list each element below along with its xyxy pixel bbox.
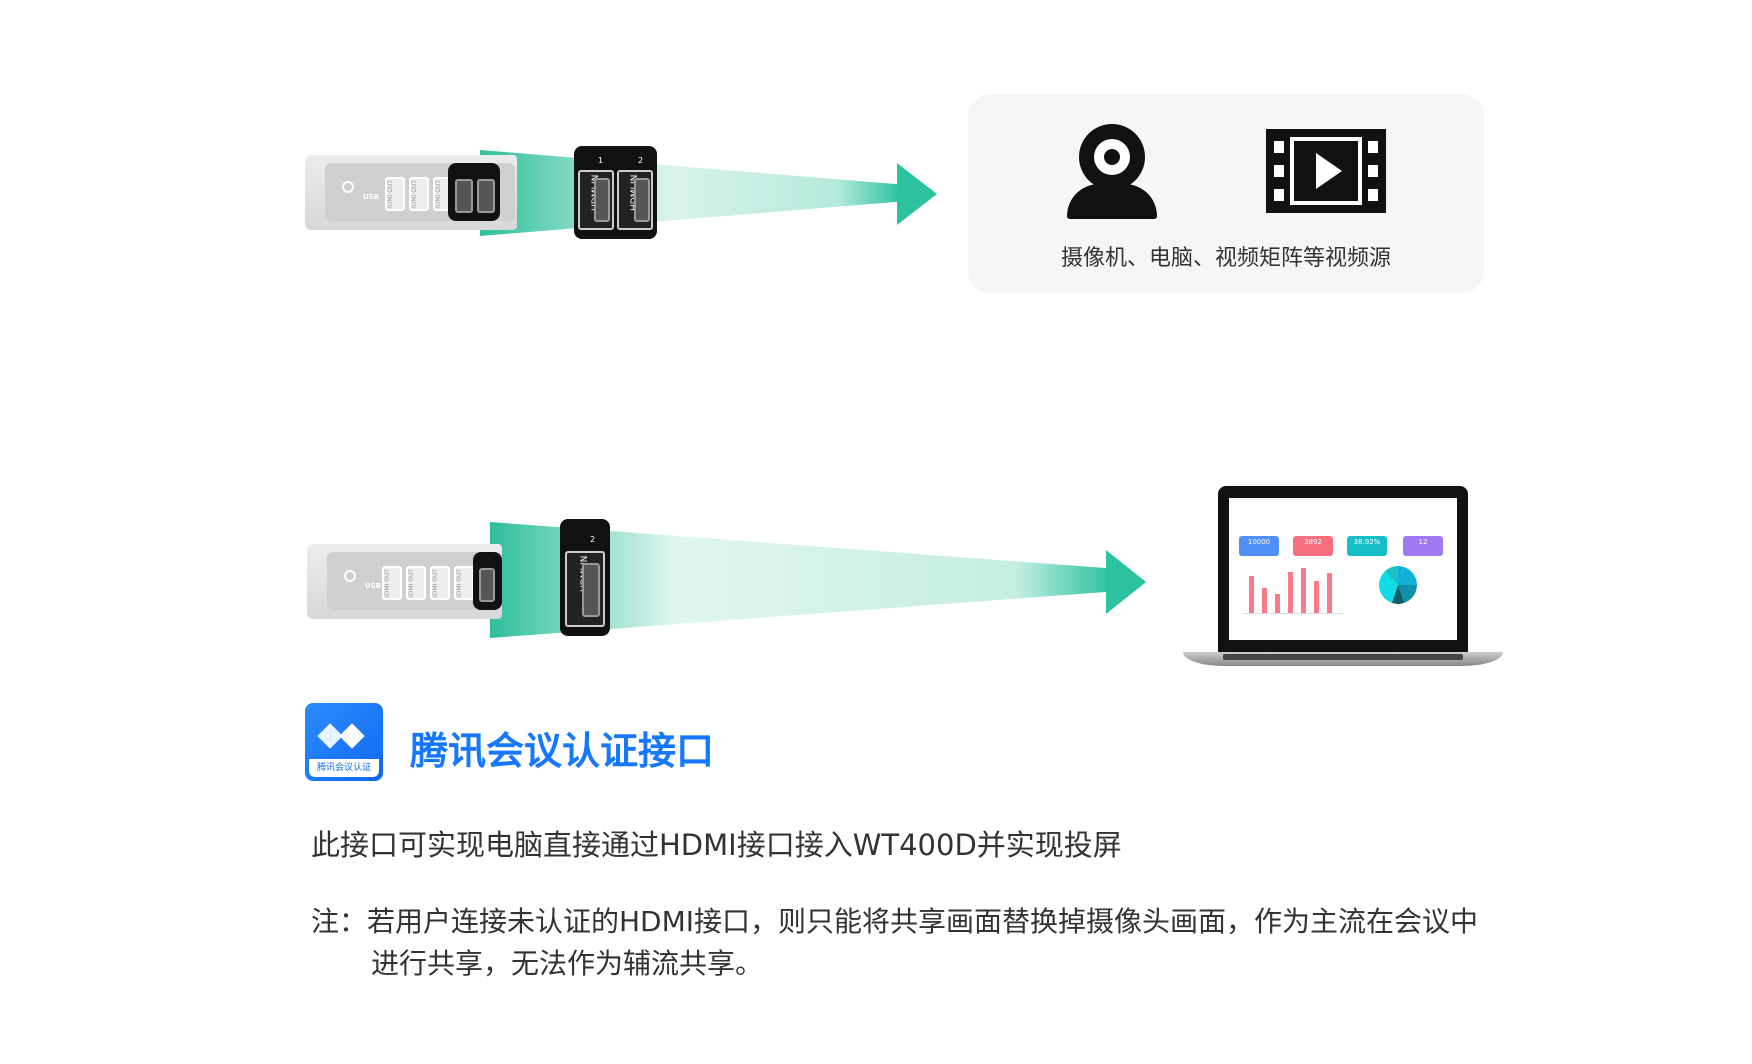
stat-card: 12	[1403, 536, 1443, 556]
hdmi-out-label: HDMI OUT	[384, 569, 391, 600]
laptop: 10000 3892 38.92% 12	[1183, 486, 1503, 696]
badge-label: 腾讯会议认证	[309, 759, 379, 777]
wt400d-device: USB HDMI OUT HDMI OUT HDMI OUT HDMI OUT	[307, 544, 502, 619]
hdmi-out-label: HDMI OUT	[432, 569, 439, 600]
mini-bar	[1327, 573, 1332, 613]
mini-bar	[1249, 575, 1254, 613]
hdmi-in-port	[477, 179, 495, 213]
power-port-icon	[344, 570, 356, 582]
tencent-meeting-logo-icon	[317, 723, 367, 749]
hdmi-in-zoom-panel: 1 2 HDMI IN HDMI IN	[574, 146, 657, 239]
hdmi-in-port	[594, 178, 610, 222]
description-text: 此接口可实现电脑直接通过HDMI接口接入WT400D并实现投屏	[311, 828, 1122, 862]
hdmi-out-label: HDMI OUT	[387, 180, 394, 211]
mini-bar	[1275, 594, 1280, 613]
hdmi-out-port: HDMI OUT	[430, 566, 450, 600]
hdmi-out-port: HDMI OUT	[382, 566, 402, 600]
wt400d-device: USB HDMI OUT HDMI OUT HDMI OUT	[305, 155, 517, 230]
mini-bar	[1301, 568, 1306, 613]
hdmi-in-port	[582, 563, 600, 617]
note-line-2: 进行共享，无法作为辅流共享。	[371, 947, 764, 980]
stat-card: 10000	[1239, 536, 1279, 556]
arrow-head-icon	[1106, 550, 1146, 614]
usb-label: USB	[363, 193, 380, 201]
hdmi-out-port: HDMI OUT	[409, 177, 429, 211]
hdmi-in-port	[479, 568, 495, 602]
port-number-2: 2	[638, 156, 644, 165]
arrow-head-icon	[897, 163, 937, 225]
note-line-1: 注：若用户连接未认证的HDMI接口，则只能将共享画面替换掉摄像头画面，作为主流在…	[311, 905, 1479, 938]
page-heading: 腾讯会议认证接口	[410, 729, 715, 773]
hdmi-out-label: HDMI OUT	[435, 180, 442, 211]
hdmi-out-port: HDMI OUT	[385, 177, 405, 211]
stat-card: 3892	[1293, 536, 1333, 556]
hdmi-out-label: HDMI OUT	[456, 569, 463, 600]
stat-card: 38.92%	[1347, 536, 1387, 556]
port-number-2: 2	[590, 535, 596, 544]
hdmi-out-label: HDMI OUT	[411, 180, 418, 211]
signal-beam	[480, 150, 900, 236]
mini-pie-chart	[1379, 566, 1417, 604]
webcam-icon	[1067, 124, 1157, 219]
hdmi-out-port: HDMI OUT	[454, 566, 474, 600]
video-source-caption: 摄像机、电脑、视频矩阵等视频源	[1060, 246, 1391, 271]
hdmi-in-port	[455, 179, 473, 213]
hdmi-out-port: HDMI OUT	[406, 566, 426, 600]
power-port-icon	[342, 181, 354, 193]
tencent-meeting-certified-badge: 腾讯会议认证	[305, 703, 383, 781]
mini-bar	[1262, 588, 1267, 613]
hdmi-out-label: HDMI OUT	[408, 569, 415, 600]
mini-bar	[1314, 580, 1319, 613]
hdmi-in-zoom-panel: 2 HDMI IN	[560, 519, 610, 636]
laptop-screen-dashboard: 10000 3892 38.92% 12	[1229, 498, 1457, 640]
film-play-icon	[1266, 129, 1386, 213]
mini-bar	[1288, 572, 1293, 613]
mini-bar-chart	[1243, 564, 1343, 614]
usb-label: USB	[365, 582, 382, 590]
video-source-panel	[968, 94, 1484, 293]
hdmi-in-port	[634, 178, 650, 222]
port-number-1: 1	[598, 156, 604, 165]
